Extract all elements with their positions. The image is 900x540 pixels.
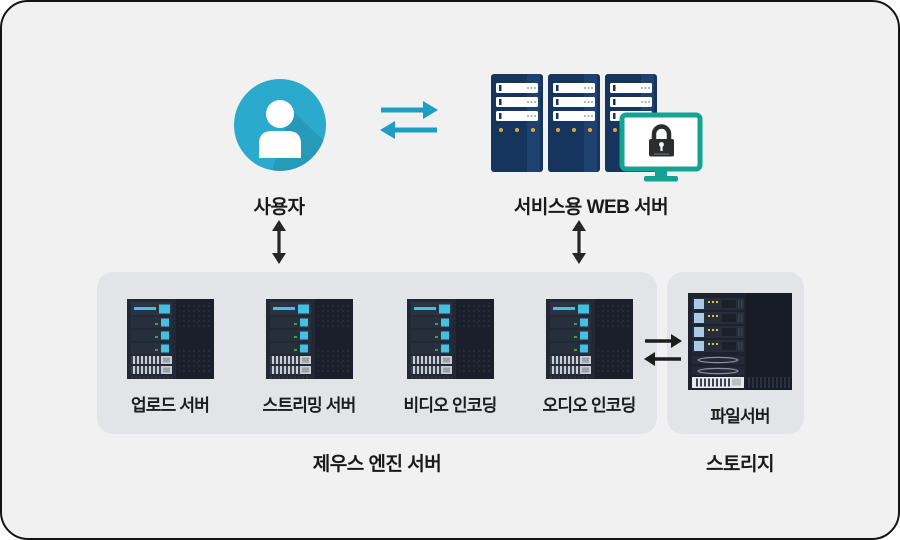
exchange-arrows-teal-icon	[380, 101, 438, 139]
user-label: 사용자	[253, 197, 305, 218]
upload-server-label: 업로드 서버	[130, 396, 210, 415]
streaming-server-label: 스트리밍 서버	[262, 396, 357, 415]
streaming-server-item: 스트리밍 서버	[239, 299, 379, 416]
storage-group-label: 스토리지	[706, 454, 774, 475]
server-tower-icon	[491, 74, 543, 172]
upload-server-item: 업로드 서버	[100, 299, 240, 416]
file-server-rack-icon	[688, 293, 792, 390]
rack-server-icon	[545, 299, 633, 379]
security-lock-monitor-icon	[619, 112, 703, 182]
exchange-arrows-dark-icon	[644, 334, 682, 366]
rack-server-icon	[126, 299, 214, 379]
vertical-double-arrow-icon	[572, 220, 586, 264]
rack-server-icon	[265, 299, 353, 379]
user-icon	[234, 79, 326, 171]
audio-encoding-item: 오디오 인코딩	[519, 299, 659, 416]
web-server-label: 서비스용 WEB 서버	[513, 197, 669, 218]
video-encoding-item: 비디오 인코딩	[380, 299, 520, 416]
file-server-item: 파일서버	[670, 293, 810, 427]
video-encoding-label: 비디오 인코딩	[403, 396, 498, 415]
file-server-label: 파일서버	[710, 407, 770, 426]
rack-server-icon	[406, 299, 494, 379]
vertical-double-arrow-icon	[272, 220, 286, 264]
zeus-engine-group-label: 제우스 엔진 서버	[312, 454, 442, 475]
audio-encoding-label: 오디오 인코딩	[542, 396, 637, 415]
server-tower-icon	[548, 74, 600, 172]
